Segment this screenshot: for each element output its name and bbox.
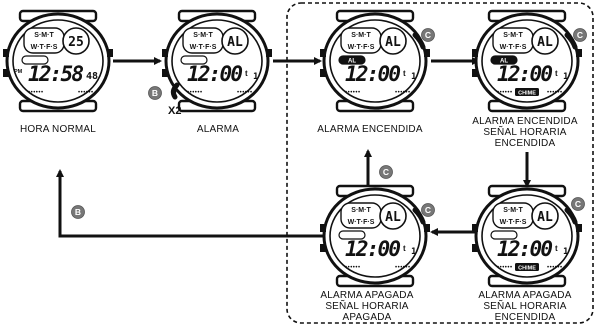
c-button-badge-alarm-on: C bbox=[421, 28, 435, 42]
time-display: 12:58 bbox=[28, 62, 84, 86]
alarm-on-pill bbox=[490, 230, 518, 240]
chime-indicator bbox=[515, 88, 539, 96]
svg-text:C: C bbox=[425, 205, 431, 215]
svg-text:C: C bbox=[575, 199, 581, 209]
minute-mark: 1 bbox=[411, 72, 416, 82]
c-button-badge-alarm-off: C bbox=[421, 203, 435, 217]
alarm-suffix: t bbox=[403, 244, 406, 253]
svg-text:••••••: •••••• bbox=[345, 90, 361, 96]
svg-text:••••••: •••••• bbox=[395, 265, 411, 271]
svg-text:••••••: •••••• bbox=[497, 265, 513, 271]
caption-hora-normal: HORA NORMAL bbox=[19, 124, 97, 135]
caption-alarma-apagada-senal-apagada: ALARMA APAGADA SEÑAL HORARIA APAGADA bbox=[320, 290, 414, 323]
minute-mark: 1 bbox=[563, 72, 568, 82]
caption-alarma-encendida: ALARMA ENCENDIDA bbox=[317, 124, 423, 135]
caption-alarma: ALARMA bbox=[196, 124, 240, 135]
days-bottom-label: W·T·F·S bbox=[190, 44, 217, 51]
alarm-settings-group-border bbox=[286, 2, 594, 324]
c-button-badge-chime-off: C bbox=[571, 197, 585, 211]
svg-text:••••••: •••••• bbox=[345, 265, 361, 271]
minute-mark: 1 bbox=[253, 72, 258, 82]
watch-normal: S·M·T W·T·F·S 25 12:58 PM 48 •••••• •••••• bbox=[3, 9, 113, 113]
seconds-display: 48 bbox=[86, 71, 98, 82]
days-bottom-label: W·T·F·S bbox=[348, 44, 375, 51]
days-top-label: S·M·T bbox=[503, 207, 523, 214]
time-display: 12:00 bbox=[187, 62, 243, 86]
alarm-suffix: t bbox=[555, 69, 558, 78]
svg-text:••••••: •••••• bbox=[237, 90, 253, 96]
svg-text:AL: AL bbox=[500, 59, 508, 65]
svg-text:CHIME: CHIME bbox=[518, 265, 536, 271]
alarm-suffix: t bbox=[555, 244, 558, 253]
time-display: 12:00 bbox=[345, 62, 401, 86]
days-bottom-label: W·T·F·S bbox=[500, 44, 527, 51]
time-display: 12:00 bbox=[497, 62, 553, 86]
caption-alarma-apagada-senal-encendida: ALARMA APAGADA SEÑAL HORARIA ENCENDIDA bbox=[478, 290, 572, 323]
minute-mark: 1 bbox=[563, 247, 568, 257]
svg-text:••••••: •••••• bbox=[395, 90, 411, 96]
alarm-on-pill bbox=[338, 55, 366, 65]
svg-text:AL: AL bbox=[348, 59, 356, 65]
b-button-badge-normal: B bbox=[148, 86, 162, 100]
alarm-on-pill bbox=[180, 55, 208, 65]
days-bottom-label: W·T·F·S bbox=[348, 219, 375, 226]
svg-text:C: C bbox=[383, 167, 389, 177]
time-display: 12:00 bbox=[497, 237, 553, 261]
alarm-on-pill bbox=[21, 55, 49, 65]
alarm-on-pill bbox=[338, 230, 366, 240]
days-top-label: S·M·T bbox=[34, 32, 54, 39]
repeat-label: X2 bbox=[168, 105, 181, 117]
svg-text:••••••: •••••• bbox=[547, 265, 563, 271]
svg-text:••••••: •••••• bbox=[78, 90, 94, 96]
svg-text:B: B bbox=[152, 88, 158, 98]
svg-text:••••••: •••••• bbox=[547, 90, 563, 96]
alarm-suffix: t bbox=[245, 69, 248, 78]
b-button-badge-return: B bbox=[71, 205, 85, 219]
c-button-badge-chime-on: C bbox=[573, 28, 587, 42]
alarm-indicator: AL bbox=[537, 210, 553, 225]
svg-text:CHIME: CHIME bbox=[518, 90, 536, 96]
alarm-suffix: t bbox=[403, 69, 406, 78]
alarm-on-pill bbox=[490, 55, 518, 65]
alarm-indicator: AL bbox=[385, 210, 401, 225]
caption-alarma-senal-encendida: ALARMA ENCENDIDA SEÑAL HORARIA ENCENDIDA bbox=[472, 116, 578, 149]
arrow-return-to-normal bbox=[56, 169, 323, 238]
days-bottom-label: W·T·F·S bbox=[31, 44, 58, 51]
minute-mark: 1 bbox=[411, 247, 416, 257]
chime-indicator bbox=[515, 263, 539, 271]
alarm-indicator: AL bbox=[385, 35, 401, 50]
days-top-label: S·M·T bbox=[193, 32, 213, 39]
time-display: 12:00 bbox=[345, 237, 401, 261]
days-bottom-label: W·T·F·S bbox=[500, 219, 527, 226]
svg-text:C: C bbox=[425, 30, 431, 40]
c-button-badge-up: C bbox=[379, 165, 393, 179]
days-top-label: S·M·T bbox=[351, 32, 371, 39]
svg-text:••••••: •••••• bbox=[28, 90, 44, 96]
alarm-indicator: AL bbox=[227, 35, 243, 50]
svg-text:C: C bbox=[577, 30, 583, 40]
svg-text:••••••: •••••• bbox=[187, 90, 203, 96]
svg-text:B: B bbox=[75, 207, 81, 217]
alarm-indicator: AL bbox=[537, 35, 553, 50]
pm-indicator: PM bbox=[14, 69, 23, 75]
svg-text:••••••: •••••• bbox=[497, 90, 513, 96]
days-top-label: S·M·T bbox=[503, 32, 523, 39]
date-display: 25 bbox=[68, 35, 84, 50]
days-top-label: S·M·T bbox=[351, 207, 371, 214]
